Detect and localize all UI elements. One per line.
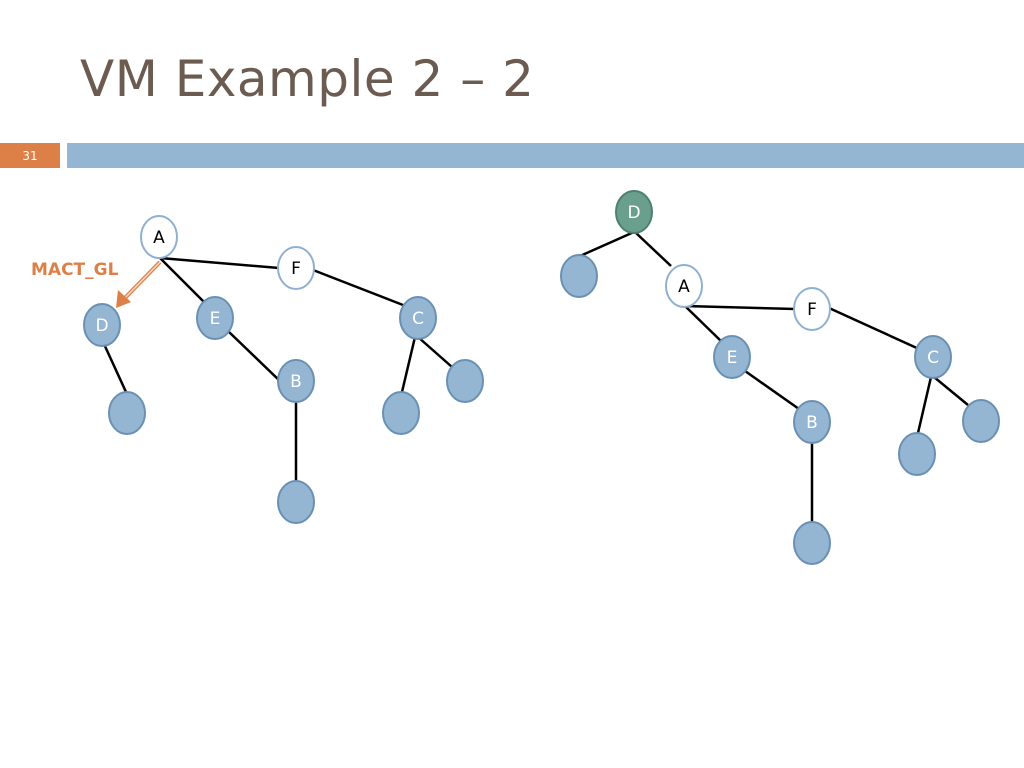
slide-title: VM Example 2 – 2: [80, 50, 535, 108]
node-c: [399, 296, 437, 340]
edge-c-leaf1: [400, 336, 417, 393]
node-f-label: F: [291, 259, 301, 279]
mact-gl-label: MACT_GL: [31, 260, 119, 280]
node-d: [83, 303, 121, 347]
slide-number: 31: [0, 143, 60, 168]
node-e: [196, 296, 234, 340]
right-tree: D A F E C B: [560, 190, 1000, 565]
node-e-label: E: [727, 348, 738, 368]
edge-e-b: [227, 330, 283, 384]
edge-d-a: [635, 232, 672, 267]
node-c-label: C: [927, 348, 939, 368]
leaf-node: [898, 432, 936, 476]
left-tree: MACT_GL A F D E C B: [31, 215, 484, 524]
edge-a-e: [684, 305, 723, 343]
edge-a-f: [159, 256, 280, 270]
node-c: [914, 335, 952, 379]
edge-d-leaf: [102, 343, 128, 393]
leaf-node: [277, 480, 315, 524]
node-b: [793, 400, 831, 444]
node-e-label: E: [210, 309, 221, 329]
edge-c-leaf1: [916, 376, 933, 434]
node-d-label: D: [95, 316, 108, 336]
node-c-label: C: [412, 309, 424, 329]
node-b-label: B: [290, 372, 302, 392]
edge-e-b: [744, 369, 800, 411]
edge-f-c: [312, 268, 404, 307]
node-d: [615, 190, 653, 234]
node-a-label: A: [153, 228, 165, 248]
edge-c-leaf2: [933, 376, 969, 406]
node-a: [140, 215, 178, 259]
leaf-node: [108, 391, 146, 435]
node-b: [277, 359, 315, 403]
edge-c-leaf2: [417, 336, 453, 368]
node-a: [665, 264, 703, 308]
leaf-node: [560, 254, 598, 298]
edge-a-f: [684, 304, 796, 311]
leaf-node: [382, 391, 420, 435]
node-b-label: B: [806, 413, 818, 433]
node-f: [793, 287, 831, 331]
mact-arrow-head: [116, 290, 131, 308]
edge-d-leaf: [579, 230, 635, 258]
mact-arrow-highlight: [121, 261, 161, 302]
edge-a-e: [159, 257, 205, 303]
node-f-label: F: [807, 300, 817, 320]
edge-f-c: [828, 306, 920, 351]
leaf-node: [793, 521, 831, 565]
leaf-node: [446, 359, 484, 403]
node-e: [713, 335, 751, 379]
header-band: [67, 143, 1024, 168]
node-d-label: D: [627, 203, 640, 223]
leaf-node: [962, 399, 1000, 443]
node-f: [277, 246, 315, 290]
node-a-label: A: [678, 277, 690, 297]
